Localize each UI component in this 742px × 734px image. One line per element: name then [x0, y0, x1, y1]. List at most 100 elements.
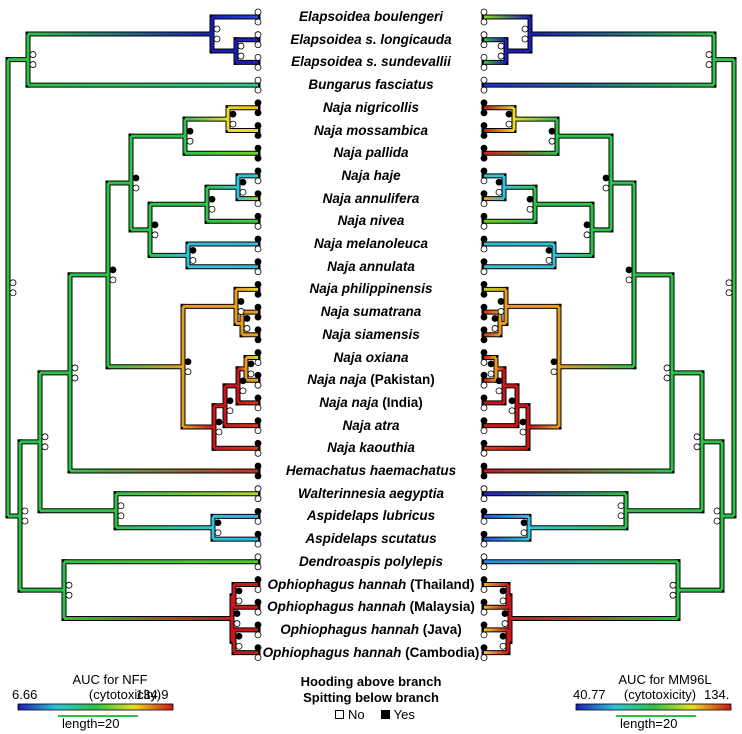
- node-hood-marker: [9, 279, 17, 287]
- taxon-label: Naja siamensis: [226, 327, 516, 343]
- tip-spit-marker: [480, 336, 488, 344]
- tip-hood-marker: [254, 54, 262, 61]
- node-hood-marker: [508, 397, 516, 405]
- tip-hood-marker: [480, 507, 488, 515]
- node-spit-marker: [669, 591, 677, 599]
- node-spit-marker: [213, 35, 221, 43]
- node-spit-marker: [520, 529, 528, 537]
- left-legend-title-line2: (cytotoxicity): [88, 687, 162, 702]
- tip-hood-marker: [254, 507, 262, 515]
- taxon-label: Naja annulata: [226, 259, 516, 275]
- left-legend-min: 6.66: [12, 687, 38, 702]
- right-legend-title: AUC for MM96L (cytotoxicity): [590, 672, 730, 702]
- node-spit-marker: [132, 184, 140, 192]
- tip-hood-marker: [254, 31, 262, 39]
- node-spit-marker: [237, 52, 245, 60]
- node-hood-marker: [215, 418, 223, 426]
- node-spit-marker: [239, 188, 247, 196]
- taxon-label: Naja naja (India): [226, 395, 516, 411]
- tip-spit-marker: [480, 313, 488, 321]
- tip-spit-marker: [254, 608, 262, 616]
- tip-hood-marker: [480, 349, 488, 356]
- node-hood-marker: [521, 25, 529, 33]
- taxon-label: Ophiophagus hannah (Java): [226, 622, 516, 638]
- tip-spit-marker: [480, 177, 488, 185]
- tip-spit-marker: [254, 563, 262, 571]
- tip-hood-marker: [480, 167, 488, 175]
- taxon-locality: (India): [378, 394, 423, 410]
- left-legend-title: AUC for NFF (cytotoxicity): [40, 672, 180, 702]
- node-hood-marker: [132, 174, 140, 182]
- tip-hood-marker: [480, 644, 488, 651]
- node-hood-marker: [243, 315, 251, 322]
- tip-hood-marker: [480, 462, 488, 470]
- node-spit-marker: [184, 368, 192, 376]
- tip-spit-marker: [480, 41, 488, 49]
- node-spit-marker: [237, 308, 245, 315]
- tip-hood-marker: [254, 417, 262, 425]
- node-hood-marker: [184, 358, 192, 366]
- node-hood-marker: [713, 507, 721, 515]
- tip-spit-marker: [480, 132, 488, 139]
- right-legend-min: 40.77: [573, 687, 606, 702]
- tip-spit-marker: [254, 64, 262, 71]
- no-label: No: [348, 707, 365, 722]
- tip-hood-marker: [480, 576, 488, 583]
- node-hood-marker: [693, 433, 701, 441]
- taxon-species: Naja sumatrana: [320, 304, 422, 320]
- node-spit-marker: [526, 205, 534, 213]
- node-spit-marker: [109, 276, 117, 284]
- taxon-label: Naja annulifera: [226, 191, 516, 207]
- tip-hood-marker: [480, 621, 488, 629]
- node-hood-marker: [117, 502, 125, 510]
- tip-spit-marker: [254, 518, 262, 525]
- tip-spit-marker: [254, 654, 262, 661]
- node-spit-marker: [29, 61, 37, 68]
- tip-spit-marker: [480, 540, 488, 548]
- node-hood-marker: [495, 178, 503, 186]
- node-spit-marker: [189, 256, 197, 264]
- node-spit-marker: [151, 231, 159, 239]
- taxon-species: Dendroaspis polylepis: [298, 553, 444, 569]
- node-hood-marker: [583, 221, 591, 229]
- tip-spit-marker: [480, 586, 488, 593]
- node-hood-marker: [663, 364, 671, 372]
- tip-hood-marker: [480, 303, 488, 311]
- taxon-species: Aspidelaps scutatus: [305, 531, 437, 547]
- tip-spit-marker: [254, 586, 262, 593]
- node-spit-marker: [21, 517, 29, 525]
- node-spit-marker: [550, 368, 558, 376]
- taxon-label: Naja nigricollis: [226, 100, 516, 116]
- taxon-label: Bungarus fasciatus: [226, 77, 516, 93]
- node-hood-marker: [226, 397, 234, 405]
- node-spit-marker: [499, 642, 507, 650]
- tip-hood-marker: [480, 212, 488, 220]
- node-hood-marker: [233, 610, 241, 617]
- taxon-species: Naja siamensis: [322, 326, 420, 342]
- node-spit-marker: [519, 428, 527, 436]
- tip-hood-marker: [480, 122, 488, 129]
- node-hood-marker: [725, 279, 733, 287]
- taxon-label: Naja philippinensis: [226, 281, 516, 297]
- tip-spit-marker: [254, 449, 262, 457]
- node-spit-marker: [501, 620, 509, 627]
- tip-hood-marker: [480, 326, 488, 334]
- yes-label: Yes: [393, 707, 415, 722]
- taxon-species: Ophiophagus hannah: [267, 576, 407, 592]
- left-tree-nff: [5, 14, 261, 656]
- taxon-label: Naja nivea: [226, 213, 516, 229]
- tip-hood-marker: [254, 8, 262, 16]
- right-length-label: length=20: [620, 716, 678, 731]
- tip-spit-marker: [254, 540, 262, 548]
- taxon-species: Naja kaouthia: [327, 440, 415, 456]
- tip-hood-marker: [254, 349, 262, 356]
- node-spit-marker: [65, 591, 73, 599]
- node-spit-marker: [705, 61, 713, 68]
- node-hood-marker: [617, 502, 625, 510]
- taxon-species: Naja mossambica: [313, 122, 429, 138]
- tip-spit-marker: [254, 427, 262, 435]
- taxon-species: Walterinnesia aegyptia: [297, 485, 445, 501]
- tip-spit-marker: [480, 608, 488, 616]
- center-legend: Hooding above branch Spitting below bran…: [246, 674, 496, 706]
- tip-hood-marker: [480, 99, 488, 107]
